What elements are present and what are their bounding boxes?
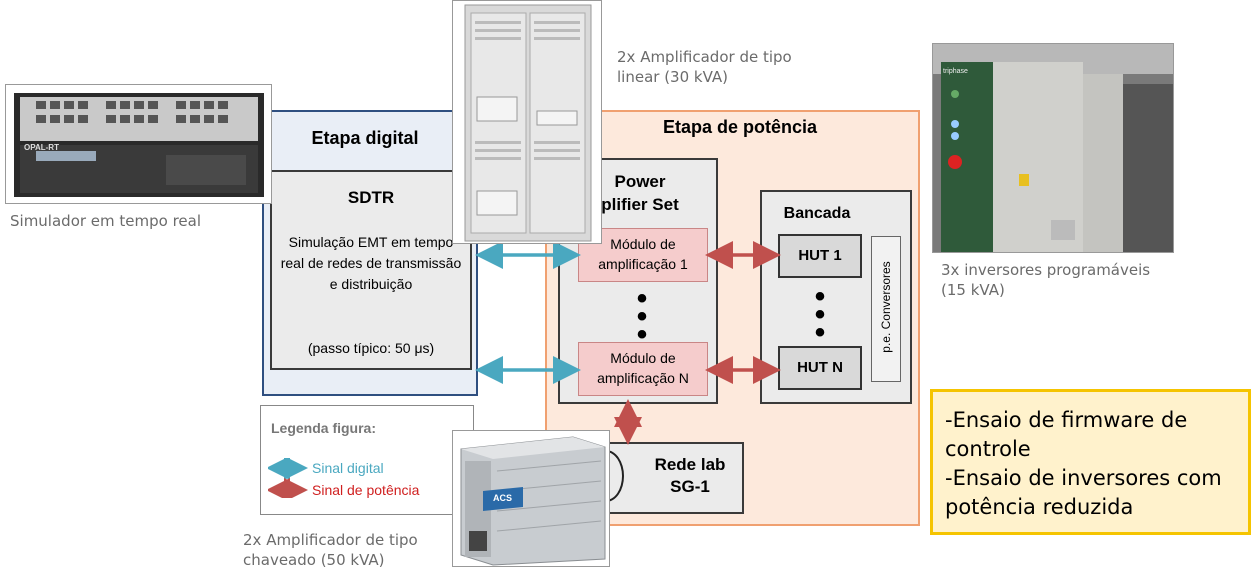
switched-amplifier-photo: ACS — [452, 430, 610, 567]
sdtr-title: SDTR — [347, 188, 395, 207]
legend-title: Legenda figura: — [271, 420, 377, 436]
linear-amplifier-photo — [452, 0, 602, 244]
ellipsis-dots: ••• — [636, 282, 648, 351]
sdtr-step: (passo típico: 50 μs) — [307, 340, 435, 356]
hut-n-box: HUT N — [778, 346, 862, 390]
triphase-logo-text: triphase — [943, 68, 968, 75]
power-stage-title: Etapa de potência — [662, 117, 818, 137]
switched-amplifier-caption: 2x Amplificador de tipo chaveado (50 kVA… — [243, 531, 418, 569]
hut-1-box: HUT 1 — [778, 234, 862, 278]
notes-box: -Ensaio de firmware de controle -Ensaio … — [930, 389, 1251, 535]
legend-digital-label: Sinal digital — [312, 460, 384, 476]
linear-amplifier-caption: 2x Amplificador de tipo linear (30 kVA) — [617, 48, 792, 86]
module-n-box: Módulo de amplificação N — [578, 342, 708, 396]
inverters-caption: 3x inversores programáveis (15 kVA) — [941, 261, 1151, 299]
sdtr-description: Simulação EMT em tempo real de redes de … — [280, 234, 462, 292]
digital-stage-title: Etapa digital — [311, 128, 419, 148]
bancada-title: Bancada — [783, 205, 851, 222]
opal-rt-logo-text: OPAL-RT — [24, 143, 59, 152]
rede-lab-line-1: Rede lab — [654, 455, 726, 474]
amplifier-set-title-1: Power — [614, 172, 666, 191]
rede-lab-line-2: SG-1 — [670, 477, 710, 496]
amplifier-set-title-2: plifier Set — [601, 195, 679, 214]
simulator-photo: OPAL-RT — [5, 84, 272, 204]
notes-line-1: -Ensaio de firmware de controle — [945, 408, 1188, 461]
legend-arrows — [268, 458, 308, 498]
inverters-photo: triphase — [932, 43, 1174, 253]
acs-logo-text: ACS — [493, 493, 513, 503]
simulator-caption: Simulador em tempo real — [10, 212, 202, 230]
sdtr-box — [270, 170, 472, 370]
converters-box — [871, 236, 901, 382]
legend-power-label: Sinal de potência — [312, 482, 420, 498]
rede-lab-box — [604, 442, 744, 514]
hut-ellipsis-dots: ••• — [814, 280, 826, 349]
notes-line-2: -Ensaio de inversores com potência reduz… — [945, 466, 1222, 519]
